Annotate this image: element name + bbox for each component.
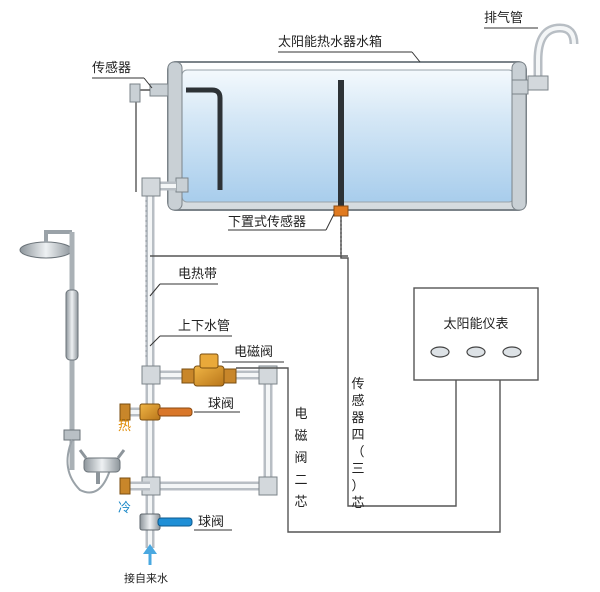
solenoid-valve-label: 电磁阀: [234, 345, 273, 360]
solenoid-core-char: 磁: [294, 429, 307, 444]
water-tank: [167, 61, 529, 217]
updown-pipe-label: 上下水管: [178, 319, 230, 334]
faucet-icon: [78, 449, 126, 484]
sensor-core-char: （: [351, 445, 364, 460]
solenoid-core-char: 芯: [294, 495, 307, 510]
solenoid-core-char: 阀: [294, 451, 307, 466]
sensor-rod: [338, 80, 344, 208]
ball-valve-hot: [119, 403, 193, 421]
top-sensor-wire: [129, 83, 169, 192]
control-wires: [150, 216, 501, 533]
ball-valve-cold: [119, 477, 193, 531]
exhaust-pipe: [527, 23, 579, 91]
tap-water-label: 接自来水: [124, 572, 168, 585]
sensor-core-char: ）: [351, 479, 364, 494]
sensor-bottom-label: 下置式传感器: [228, 214, 306, 230]
heating-belt-label: 电热带: [178, 267, 217, 282]
bottom-sensor-block: [333, 205, 349, 217]
solenoid-valve: [181, 353, 237, 387]
meter-button-icon[interactable]: [502, 346, 522, 358]
tank-label: 太阳能热水器水箱: [278, 34, 382, 50]
meter-button-icon[interactable]: [430, 346, 450, 358]
sensor-core-char: 器: [351, 411, 364, 426]
sensor-core-char: 四: [351, 428, 364, 443]
hot-label: 热: [118, 419, 131, 434]
ball-valve-hot-label: 球阀: [208, 397, 234, 412]
exhaust-pipe-label: 排气管: [484, 10, 523, 26]
tap-water-arrow: [143, 544, 157, 565]
solenoid-core-char: 二: [294, 473, 307, 488]
meter-button-icon[interactable]: [466, 346, 486, 358]
solenoid-core-char: 电: [294, 407, 307, 422]
ball-valve-cold-label: 球阀: [198, 515, 224, 530]
shower-head-icon: [19, 230, 111, 494]
top-sensor-probe: [186, 87, 223, 190]
main-piping: [126, 177, 278, 548]
sensor-core-char: 三: [351, 462, 364, 477]
sensor-core-char: 芯: [351, 496, 364, 511]
sensor-core-char: 传: [351, 377, 364, 392]
solar-meter: 太阳能仪表: [413, 287, 539, 381]
cold-label: 冷: [118, 501, 131, 516]
sensor-top-label: 传感器: [92, 60, 131, 76]
sensor-core-char: 感: [351, 393, 364, 409]
meter-label: 太阳能仪表: [443, 317, 508, 332]
